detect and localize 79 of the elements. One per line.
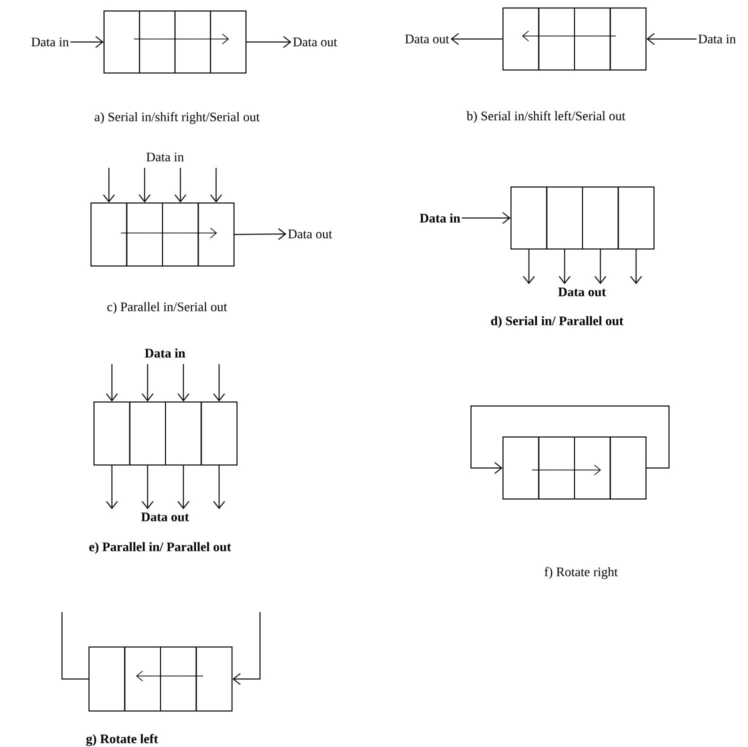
register-cell — [174, 10, 212, 74]
arrow — [142, 364, 154, 402]
caption: c) Parallel in/Serial out — [107, 302, 228, 314]
arrow — [213, 465, 226, 510]
data-label: Data out — [558, 288, 606, 296]
register-cell — [538, 8, 575, 70]
data-label: Data in — [420, 213, 460, 223]
data-label: Data in — [698, 34, 736, 44]
arrow — [246, 36, 292, 48]
arrow — [192, 34, 229, 44]
data-label: Data out — [405, 34, 450, 44]
connector-line — [120, 232, 145, 234]
arrow — [70, 36, 104, 48]
register-cell — [160, 646, 197, 712]
register-cell — [104, 10, 140, 74]
arrow — [213, 364, 226, 402]
arrow — [142, 465, 154, 510]
arrow — [174, 167, 186, 202]
arrow — [461, 212, 510, 224]
register-cell — [574, 8, 611, 70]
register-cell — [138, 10, 176, 74]
register-cell — [196, 646, 232, 712]
register-cell — [88, 646, 126, 712]
arrow — [210, 167, 222, 202]
register-cell — [582, 186, 619, 250]
arrow — [138, 167, 151, 202]
arrow — [106, 465, 118, 510]
caption: g) Rotate left — [86, 734, 158, 746]
arrow — [450, 33, 503, 45]
data-label: Data in — [31, 38, 69, 46]
data-label: Data in — [146, 152, 184, 162]
register-cell — [610, 436, 646, 500]
caption: e) Parallel in/ Parallel out — [89, 542, 232, 554]
arrow — [234, 228, 286, 240]
connector-line — [156, 38, 194, 40]
arrow — [180, 228, 217, 238]
register-cell — [618, 186, 654, 250]
arrow — [136, 670, 179, 682]
register-cell — [90, 202, 128, 266]
register-cell — [502, 436, 540, 500]
data-label: Data out — [293, 38, 338, 46]
caption: d) Serial in/ Parallel out — [491, 316, 624, 328]
register-cell — [574, 436, 611, 500]
arrow — [630, 249, 642, 284]
register-cell — [538, 436, 575, 500]
arrow — [106, 364, 118, 402]
register-cell — [502, 8, 540, 70]
caption: b) Serial in/shift left/Serial out — [466, 111, 626, 123]
register-cell — [546, 186, 583, 250]
register-cell — [200, 402, 238, 466]
register-cell — [610, 8, 646, 70]
connector-line — [144, 232, 181, 234]
register-cell — [162, 202, 199, 266]
arrow — [177, 364, 190, 402]
arrow — [556, 464, 601, 476]
arrow — [646, 33, 698, 45]
arrow — [522, 30, 557, 42]
register-cell — [126, 202, 163, 266]
register-cell — [165, 402, 202, 466]
connector-line — [134, 38, 158, 40]
arrow — [470, 406, 670, 474]
register-cell — [94, 402, 130, 466]
register-cell — [129, 402, 166, 466]
register-cell — [510, 186, 548, 250]
arrow — [177, 465, 190, 510]
data-label: Data out — [288, 230, 332, 238]
arrow — [102, 167, 115, 202]
register-cell — [124, 646, 161, 712]
arrow — [522, 249, 535, 284]
register-cell — [210, 10, 246, 74]
data-label: Data out — [141, 512, 189, 522]
data-label: Data in — [144, 348, 186, 358]
caption: a) Serial in/shift right/Serial out — [94, 112, 260, 124]
caption: f) Rotate right — [544, 567, 618, 579]
arrow — [558, 249, 571, 284]
arrow — [232, 612, 260, 685]
connector-line — [62, 612, 89, 680]
register-cell — [198, 202, 234, 266]
arrow — [594, 249, 606, 284]
